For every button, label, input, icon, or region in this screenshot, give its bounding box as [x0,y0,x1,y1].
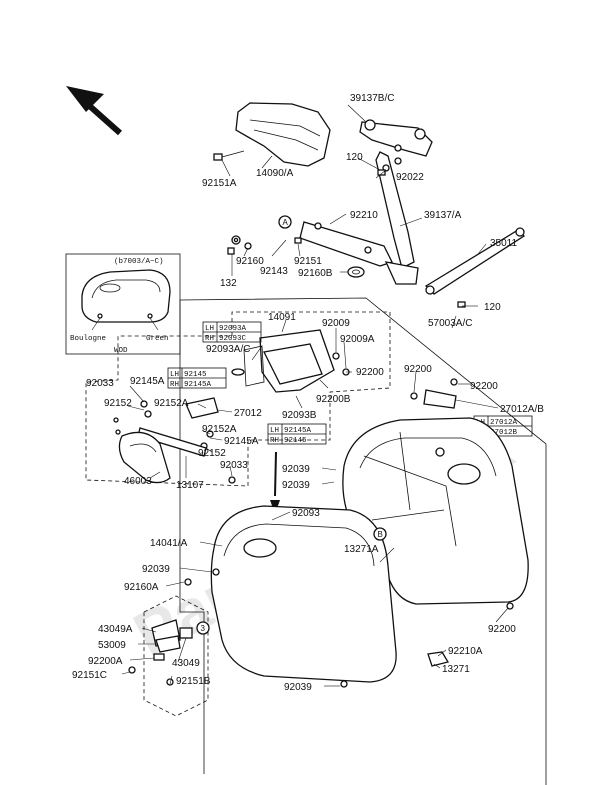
saddlebag-case-14041 [184,505,450,688]
label-14090a: 14090/A [256,168,294,179]
label-92009a: 92009A [340,334,375,345]
label-92160b: 92160B [298,268,333,279]
svg-text:27012A: 27012A [490,419,518,427]
stay-bar-39137a [299,151,419,285]
stay-bar-35011 [424,227,526,295]
label-43049: 43049 [172,658,200,669]
part-labels: 39137B/C 14090/A 92151A 120 92022 92210 … [72,93,544,693]
label-120-bottom: 120 [484,302,501,313]
label-92039-d: 92039 [284,682,312,693]
label-92151a: 92151A [202,178,237,189]
label-92151b: 92151B [176,676,211,687]
label-39137a: 39137/A [424,210,462,221]
label-92210a: 92210A [448,646,483,657]
label-43049a: 43049A [98,624,133,635]
svg-text:Boulogne: Boulogne [70,335,106,343]
direction-arrow-icon [66,86,122,136]
label-92151: 92151 [294,256,322,267]
label-92093ac: 92093A/C [206,344,250,355]
label-13271a: 13271A [344,544,379,555]
label-92152-top: 92152 [104,398,132,409]
label-92160a: 92160A [124,582,159,593]
label-92152-mid: 92152 [198,448,226,459]
lid-14091 [243,329,335,393]
label-92200-lid: 92200 [356,367,384,378]
latch-hardware [113,397,236,484]
callout-b: B [373,527,387,541]
label-57003ac: 57003A/C [428,318,472,329]
bracket-39137bc [359,119,433,157]
label-92143: 92143 [260,266,288,277]
label-92039-a: 92039 [282,464,310,475]
assembly-arrow [270,451,280,514]
svg-text:WOD: WOD [114,347,128,355]
label-92210: 92210 [350,210,378,221]
svg-text:LH: LH [170,371,179,379]
label-13107: 13107 [176,480,204,491]
label-92145a-top: 92145A [130,376,165,387]
svg-text:92145A: 92145A [184,381,212,389]
label-14091: 14091 [268,312,296,323]
grab-rail-14090 [235,102,331,167]
subassembly-box [85,311,391,487]
label-13271: 13271 [442,664,470,675]
label-92160: 92160 [236,256,264,267]
svg-text:RH: RH [205,335,214,343]
label-92152a-top: 92152A [154,398,189,409]
label-92145a-mid: 92145A [224,436,259,447]
label-92200-bottom: 92200 [488,624,516,635]
label-92200-far: 92200 [470,381,498,392]
label-92022: 92022 [396,172,424,183]
svg-text:RH: RH [270,437,279,445]
table-t2: LH 92145 RH 92145A [167,367,227,389]
callout-three: 3 [196,621,210,635]
label-92200a: 92200A [88,656,123,667]
callout-a: A [278,215,292,229]
label-92093b: 92093B [282,410,317,421]
label-92009: 92009 [322,318,350,329]
svg-text:RH: RH [170,381,179,389]
table-t3: LH 92145A RH 92145 [267,423,327,445]
bolts-and-nuts [213,150,466,308]
svg-text:27012B: 27012B [490,429,518,437]
svg-text:Green: Green [146,335,169,343]
label-92039-b: 92039 [282,480,310,491]
label-14041a: 14041/A [150,538,188,549]
svg-text:LH: LH [270,427,279,435]
label-92200b: 92200B [316,394,351,405]
label-46003: 46003 [124,476,152,487]
svg-text:3: 3 [201,624,206,633]
svg-text:LH: LH [205,325,214,333]
label-92200-right: 92200 [404,364,432,375]
label-92033-top: 92033 [86,378,114,389]
label-92151c: 92151C [72,670,107,681]
svg-text:B: B [378,530,383,539]
svg-text:92093C: 92093C [219,335,247,343]
svg-text:92145A: 92145A [284,427,312,435]
label-132: 132 [220,278,237,289]
table-t1: LH 92093A RH 92093C [202,321,262,343]
svg-text:92145: 92145 [184,371,207,379]
svg-text:92093A: 92093A [219,325,247,333]
label-39137bc: 39137B/C [350,93,394,104]
inset-panel: (b7003/A~C) Boulogne Green WOD [65,253,181,355]
label-92152a-mid: 92152A [202,424,237,435]
label-92093: 92093 [292,508,320,519]
leader-lines [121,104,509,687]
label-27012: 27012 [234,408,262,419]
lower-hardware [128,595,209,717]
label-27012ab: 27012A/B [500,404,544,415]
svg-text:(b7003/A~C): (b7003/A~C) [114,258,164,266]
label-35011: 35011 [490,238,518,249]
assembly-outline [179,297,547,785]
label-92033-mid: 92033 [220,460,248,471]
svg-text:A: A [283,218,289,227]
label-120-top: 120 [346,152,363,163]
label-92039-c: 92039 [142,564,170,575]
label-53009: 53009 [98,640,126,651]
svg-text:92145: 92145 [284,437,307,445]
